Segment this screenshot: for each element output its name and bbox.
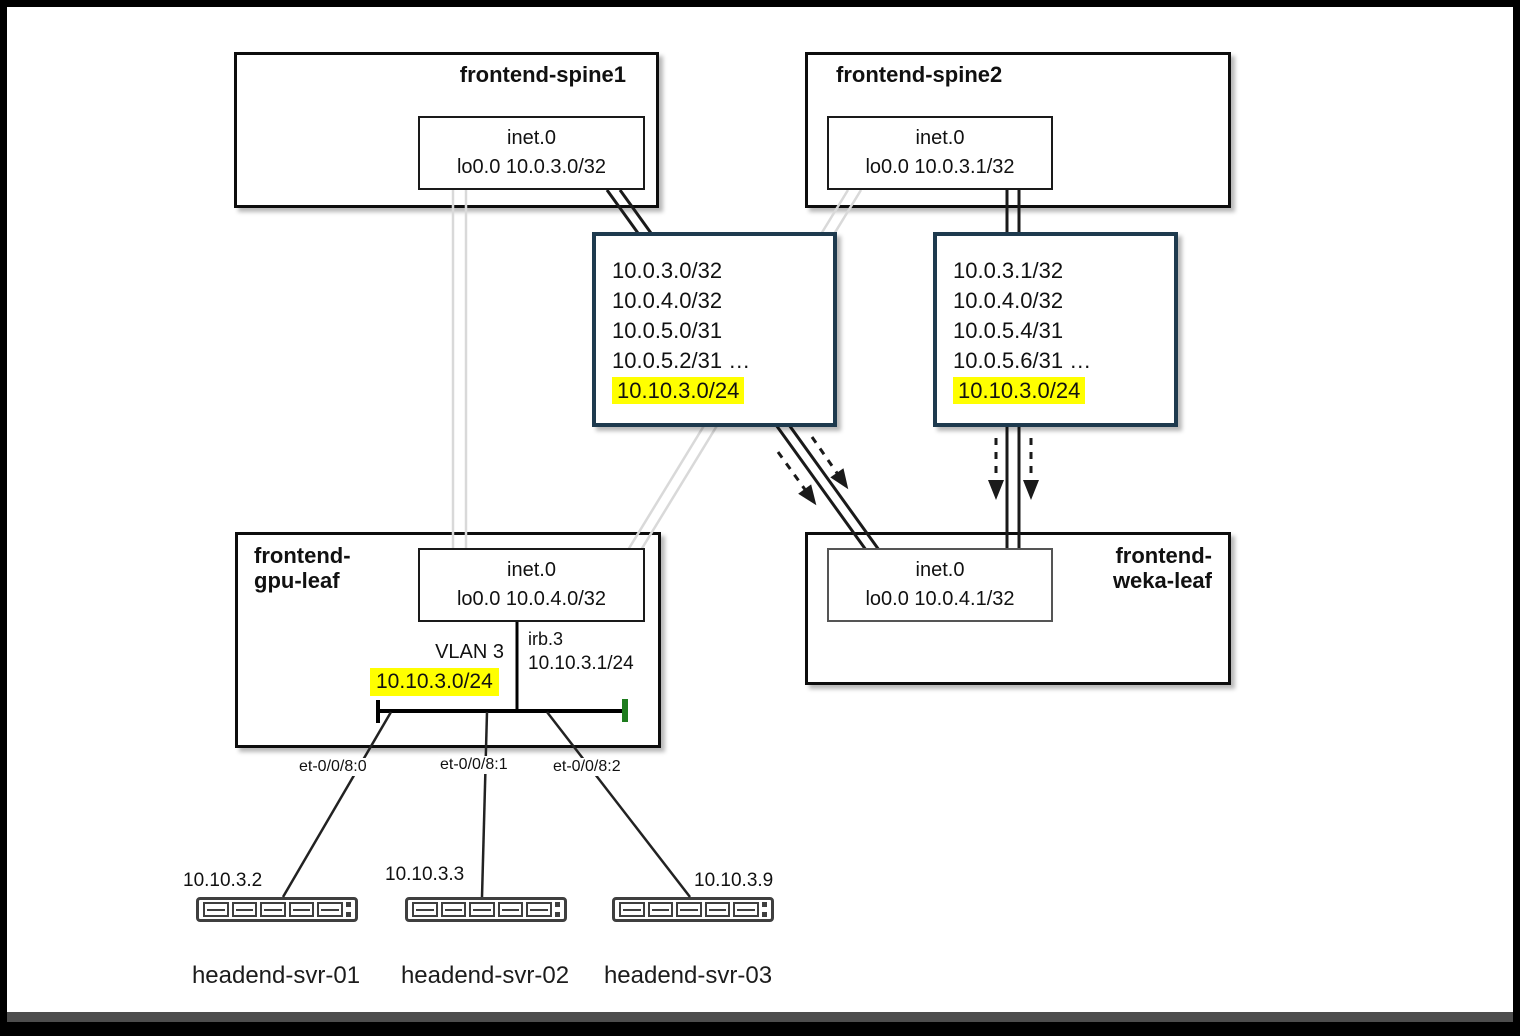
server-slot [676, 902, 702, 917]
route-entry: 10.0.4.0/32 [612, 288, 723, 313]
server-led-dots [345, 902, 351, 917]
server-slot [619, 902, 645, 917]
server-ip: 10.10.3.3 [385, 864, 465, 885]
server-icon [196, 897, 358, 922]
server-slot [288, 902, 315, 917]
table-name: inet.0 [507, 127, 556, 149]
server-icon [405, 897, 567, 922]
server-ip: 10.10.3.2 [183, 870, 263, 891]
server-slot [497, 902, 524, 917]
server-slot [231, 902, 258, 917]
weka-leaf-title: frontend- weka-leaf [1112, 543, 1212, 593]
gpu-leaf-title: frontend- gpu-leaf [254, 543, 351, 593]
spine2-inet0-box: inet.0 lo0.0 10.0.3.1/32 [827, 116, 1053, 190]
spine1-route-table: 10.0.3.0/32 10.0.4.0/32 10.0.5.0/31 10.0… [592, 232, 837, 427]
server-slot [260, 902, 286, 917]
route-entry-highlighted: 10.10.3.0/24 [612, 376, 833, 406]
vlan-label: VLAN 3 [435, 641, 504, 663]
irb-interface-label: irb.3 [528, 629, 564, 649]
interface-label-et2: et-0/0/8:2 [551, 758, 623, 776]
route-entry: 10.0.5.6/31 … [953, 348, 1092, 373]
spine2-title: frontend-spine2 [836, 62, 1003, 87]
server-slot [526, 902, 552, 917]
server-name: headend-svr-03 [603, 962, 773, 989]
loopback-address: lo0.0 10.0.4.1/32 [865, 588, 1015, 610]
route-entry: 10.0.3.0/32 [612, 258, 723, 283]
loopback-address: lo0.0 10.0.3.1/32 [865, 156, 1015, 178]
server-name: headend-svr-02 [400, 962, 570, 989]
server-slot [647, 902, 674, 917]
interface-label-et1: et-0/0/8:1 [438, 756, 510, 774]
server-led-dots [554, 902, 560, 917]
route-advertisement-arrows [776, 436, 1039, 506]
server-slot [412, 902, 438, 917]
server-ip: 10.10.3.9 [694, 870, 774, 891]
server-led-dots [761, 902, 767, 917]
server-slot [469, 902, 495, 917]
irb-ip-address: 10.10.3.1/24 [528, 653, 634, 674]
spine1-title: frontend-spine1 [459, 62, 626, 87]
server-slot [440, 902, 467, 917]
route-entry: 10.0.5.4/31 [953, 318, 1064, 343]
route-entry: 10.0.3.1/32 [953, 258, 1064, 283]
server-slot [317, 902, 343, 917]
loopback-address: lo0.0 10.0.4.0/32 [456, 588, 606, 610]
table-name: inet.0 [915, 559, 965, 581]
route-entry: 10.0.5.0/31 [612, 318, 723, 343]
route-entry-highlighted: 10.10.3.0/24 [953, 376, 1174, 406]
link-spine1-gpu-leaf [451, 190, 468, 550]
server-slot [203, 902, 229, 917]
page-frame: inet.0 lo0.0 10.0.3.0/32 inet.0 lo0.0 10… [7, 7, 1513, 1022]
route-entry: 10.0.4.0/32 [953, 288, 1064, 313]
server-slot [704, 902, 731, 917]
table-name: inet.0 [507, 559, 556, 581]
loopback-address: lo0.0 10.0.3.0/32 [456, 156, 606, 178]
server-icon [612, 897, 774, 922]
spine2-route-table: 10.0.3.1/32 10.0.4.0/32 10.0.5.4/31 10.0… [933, 232, 1178, 427]
interface-label-et0: et-0/0/8:0 [297, 758, 369, 776]
server-slot [733, 902, 759, 917]
vlan-subnet-highlighted: 10.10.3.0/24 [370, 668, 499, 696]
gpu-leaf-inet0-box: inet.0 lo0.0 10.0.4.0/32 [418, 548, 645, 622]
server-name: headend-svr-01 [191, 962, 361, 989]
table-name: inet.0 [915, 127, 965, 149]
spine1-inet0-box: inet.0 lo0.0 10.0.3.0/32 [418, 116, 645, 190]
route-entry: 10.0.5.2/31 … [612, 348, 751, 373]
weka-leaf-inet0-box: inet.0 lo0.0 10.0.4.1/32 [827, 548, 1053, 622]
